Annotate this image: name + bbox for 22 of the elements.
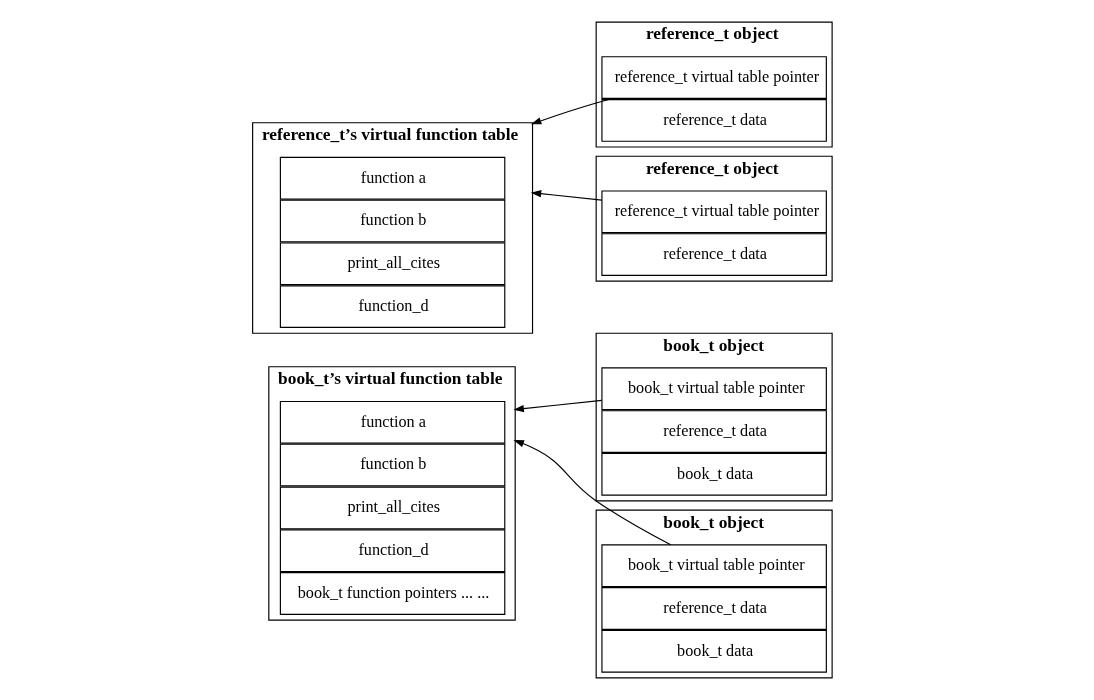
node-box: book_t data (601, 452, 827, 496)
node-box: reference_t virtual table pointer (601, 190, 827, 234)
node-box: reference_t data (601, 233, 827, 276)
node-box: reference_t data (601, 99, 827, 142)
node-box: function b (279, 443, 506, 487)
node-box: function_d (279, 529, 506, 573)
node-box: function a (279, 156, 506, 200)
arrow (530, 190, 603, 201)
node-box: function_d (279, 285, 506, 328)
node-box: book_t data (601, 629, 827, 673)
node-box: print_all_cites (279, 242, 506, 286)
node-box: print_all_cites (279, 486, 506, 530)
node-box: reference_t virtual table pointer (601, 56, 827, 99)
node-box: reference_t data (601, 410, 827, 453)
node-box: book_t function pointers ... ... (279, 572, 506, 615)
node-box: function a (279, 400, 506, 444)
arrow (513, 399, 603, 413)
arrow (513, 440, 672, 546)
node-box: reference_t data (601, 587, 827, 630)
node-box: book_t virtual table pointer (601, 367, 827, 411)
node-box: function b (279, 199, 506, 243)
node-box: book_t virtual table pointer (601, 544, 827, 588)
